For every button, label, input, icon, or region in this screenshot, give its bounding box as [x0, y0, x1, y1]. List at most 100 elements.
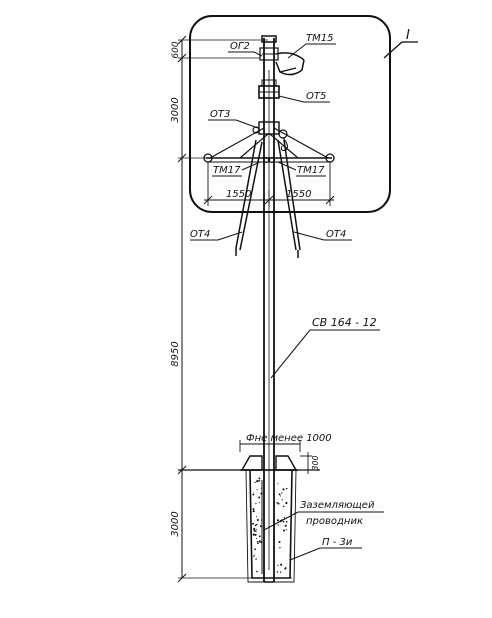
- backfill-dot: [283, 517, 286, 519]
- backfill-dot: [257, 542, 259, 544]
- backfill-dot: [282, 505, 285, 508]
- backfill-dot: [252, 508, 255, 511]
- backfill-dot: [256, 518, 259, 522]
- luminaire-tm15: [275, 52, 305, 76]
- span-right-label: 1550: [286, 189, 311, 200]
- tm15-leader: [287, 43, 307, 59]
- backfill-dot: [254, 554, 255, 556]
- pole-top-cap: [259, 35, 279, 61]
- backfill-dot: [276, 571, 279, 573]
- backfill-dot: [279, 546, 281, 549]
- backfill-dot: [256, 570, 258, 573]
- grounding-leader: [263, 511, 299, 531]
- backfill-dot: [252, 510, 255, 513]
- backfill-dot: [283, 529, 285, 532]
- ot4-right-leader: [293, 231, 325, 241]
- span-dimension: [203, 162, 335, 206]
- backfill-dot: [258, 479, 260, 482]
- backfill-dot: [258, 496, 261, 499]
- backfill-dot: [254, 524, 257, 527]
- backfill-dot: [284, 567, 287, 569]
- ot3-label: ОТ3: [210, 109, 230, 120]
- tm15-label: ТМ15: [306, 33, 333, 44]
- backfill-dot: [284, 524, 287, 527]
- backfill-dot: [276, 519, 279, 522]
- pole-label: СВ 164 - 12: [312, 316, 377, 329]
- span-left-label: 1550: [226, 189, 251, 200]
- backfill-dot: [255, 515, 258, 518]
- backfill-dot: [282, 520, 285, 523]
- bracket-ot3: [209, 121, 329, 159]
- backfill-texture: [252, 477, 288, 573]
- backfill-dot: [276, 501, 278, 504]
- brace-ot4-left: [235, 139, 263, 256]
- dim-middle-label: 8950: [170, 341, 181, 366]
- backfill-dot: [277, 524, 279, 526]
- ot3-leader: [235, 119, 259, 129]
- backfill-dot: [253, 555, 255, 557]
- grounding-label-line2: проводник: [306, 516, 363, 527]
- backfill-dot: [277, 564, 279, 567]
- backfill-dot: [256, 537, 258, 539]
- backfill-dot: [280, 571, 282, 573]
- excavation-pit: [245, 469, 297, 583]
- backfill-dot: [254, 548, 256, 551]
- backfill-dot: [278, 493, 281, 496]
- backfill-dot: [281, 499, 283, 501]
- backfill-dot: [277, 483, 279, 485]
- ot4-left-leader: [217, 231, 243, 241]
- backfill-dot: [255, 530, 257, 533]
- collar-dimension-label: 300: [311, 455, 320, 470]
- detail-ref-leader: [383, 41, 403, 59]
- backfill-dot: [286, 521, 288, 523]
- backfill-dot: [281, 492, 283, 494]
- backfill-dot: [252, 533, 255, 536]
- ot5-leader: [278, 95, 305, 103]
- foundation-note-dimension: [239, 440, 301, 452]
- backfill-dot: [280, 563, 283, 566]
- dim-top-label: 600: [171, 41, 181, 58]
- backfill-leader: [289, 547, 321, 561]
- backfill-dot: [279, 495, 282, 497]
- backfill-dot: [282, 488, 285, 491]
- backfill-dot: [259, 501, 261, 503]
- backfill-dot: [253, 529, 256, 532]
- backfill-dot: [256, 480, 259, 483]
- backfill-dot: [255, 523, 258, 526]
- backfill-dot: [285, 501, 288, 505]
- backfill-dot: [254, 481, 256, 484]
- backfill-dot: [255, 503, 257, 505]
- backfill-dot: [255, 558, 257, 560]
- backfill-dot: [255, 529, 257, 531]
- backfill-dot: [258, 477, 261, 480]
- tm17-right-leader: [277, 161, 297, 171]
- backfill-dot: [285, 529, 287, 531]
- dim-bottom-label: 3000: [170, 511, 181, 536]
- backfill-dot: [253, 527, 256, 530]
- backfill-dot: [258, 541, 260, 543]
- og2-label: ОГ2: [230, 41, 250, 52]
- pole-shaft: [263, 38, 275, 583]
- ot4-left-label: ОТ4: [190, 229, 210, 240]
- backfill-dot: [254, 533, 257, 536]
- backfill-dot: [258, 535, 261, 538]
- backfill-dot: [256, 541, 259, 543]
- detail-ref-label: I: [406, 28, 410, 43]
- tm17-right-label: ТМ17: [297, 165, 325, 176]
- backfill-dot: [278, 541, 281, 543]
- ot4-right-label: ОТ4: [326, 229, 346, 240]
- fitting-ot5: [258, 79, 280, 99]
- backfill-dot: [252, 522, 255, 525]
- brace-ot4-right: [277, 139, 301, 258]
- backfill-label: П - 3и: [322, 537, 353, 548]
- backfill-dot: [277, 502, 280, 505]
- og2-leader: [253, 51, 263, 57]
- grounding-label-line1: Заземляющей: [300, 500, 375, 511]
- foundation-note: Фне менее 1000: [246, 433, 332, 444]
- backfill-dot: [253, 492, 255, 494]
- ot5-label: ОТ5: [306, 91, 326, 102]
- backfill-dot: [252, 493, 255, 496]
- tm17-left-label: ТМ17: [213, 165, 241, 176]
- backfill-dot: [256, 489, 258, 491]
